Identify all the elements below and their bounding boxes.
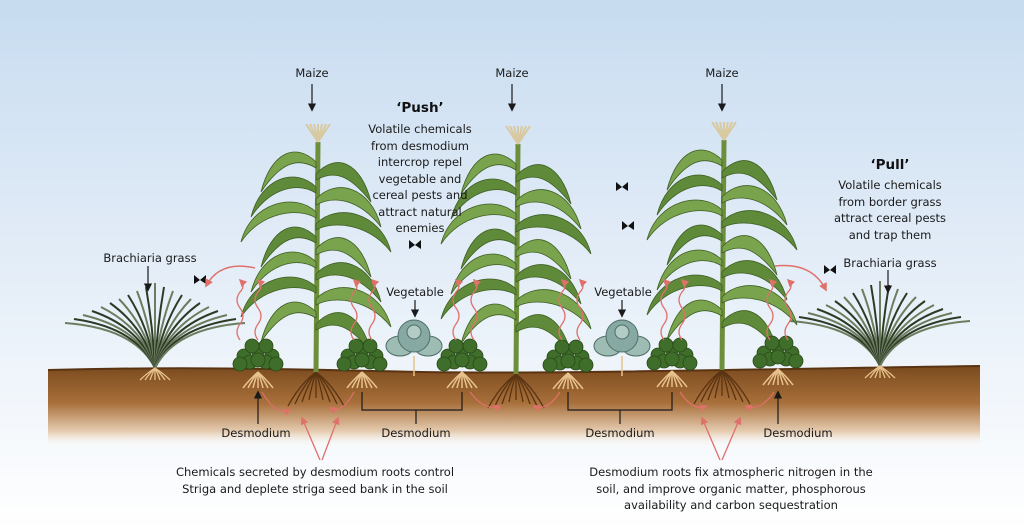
brachiaria-grass-1 [64,283,246,381]
butterfly-3 [622,221,634,230]
desmodium-plant-5 [646,337,698,388]
desmodium-plant-4 [542,339,594,390]
vegetable-plant-1 [385,319,443,376]
desmodium-plant-3 [436,338,488,389]
pull-arrow-left [205,265,256,288]
chemical-wave-6 [470,278,482,341]
striga-arrow-right [321,416,340,461]
root-chemical-arrow-5 [679,391,708,412]
root-chemical-arrow-6 [744,391,775,412]
desmodium-label-2: Desmodium [381,426,451,440]
vegetable-label-1: Vegetable [386,285,444,299]
chemical-wave-4 [368,278,380,341]
striga-note: Chemicals secreted by desmodium roots co… [175,465,455,496]
chemical-wave-3 [350,278,362,341]
maize-plant-3 [646,121,798,405]
chemical-wave-2 [254,278,266,341]
desmodium-plant-6 [752,335,804,386]
brachiaria-label-right: Brachiaria grass [843,256,937,270]
butterfly-2 [616,182,628,191]
butterfly-1 [409,240,421,249]
butterfly-5 [824,265,836,274]
maize-label-3: Maize [705,66,739,80]
desmodium-plant-2 [336,338,388,389]
brachiaria-label-left: Brachiaria grass [103,251,197,265]
pull-arrow-right [774,264,827,292]
soil [48,366,980,448]
root-chemical-arrow-4 [532,391,561,412]
maize-label-1: Maize [295,66,329,80]
vegetable-label-2: Vegetable [594,285,652,299]
nitrogen-arrow-left [700,416,721,461]
root-chemical-arrow-3 [469,391,502,412]
desmodium-bracket-1 [361,392,463,424]
chemical-wave-5 [452,278,464,341]
vegetable-plant-2 [593,319,651,376]
root-chemical-arrow-1 [261,391,292,416]
root-chemical-arrow-2 [328,391,355,414]
butterfly-4 [194,275,206,284]
chemical-wave-1 [236,278,248,341]
push-heading: ‘Push’ [396,100,444,116]
maize-plant-1 [240,123,392,407]
brachiaria-grass-2 [789,281,971,379]
chemical-wave-10 [678,278,690,341]
nitrogen-note: Desmodium roots fix atmospheric nitrogen… [589,465,873,512]
chemical-wave-7 [558,278,570,341]
maize-label-2: Maize [495,66,529,80]
nitrogen-arrow-right [721,416,742,461]
desmodium-label-1: Desmodium [221,426,291,440]
chemical-wave-8 [576,278,588,341]
striga-arrow-left [300,416,321,461]
chemical-wave-9 [660,278,672,341]
soil-surface-line [47,365,981,374]
chemical-wave-11 [766,278,778,341]
chemical-wave-12 [784,278,796,341]
maize-plant-2 [440,125,592,409]
pull-heading: ‘Pull’ [870,157,910,173]
desmodium-label-3: Desmodium [585,426,655,440]
desmodium-bracket-2 [567,392,673,424]
desmodium-label-4: Desmodium [763,426,833,440]
desmodium-plant-1 [232,338,284,389]
